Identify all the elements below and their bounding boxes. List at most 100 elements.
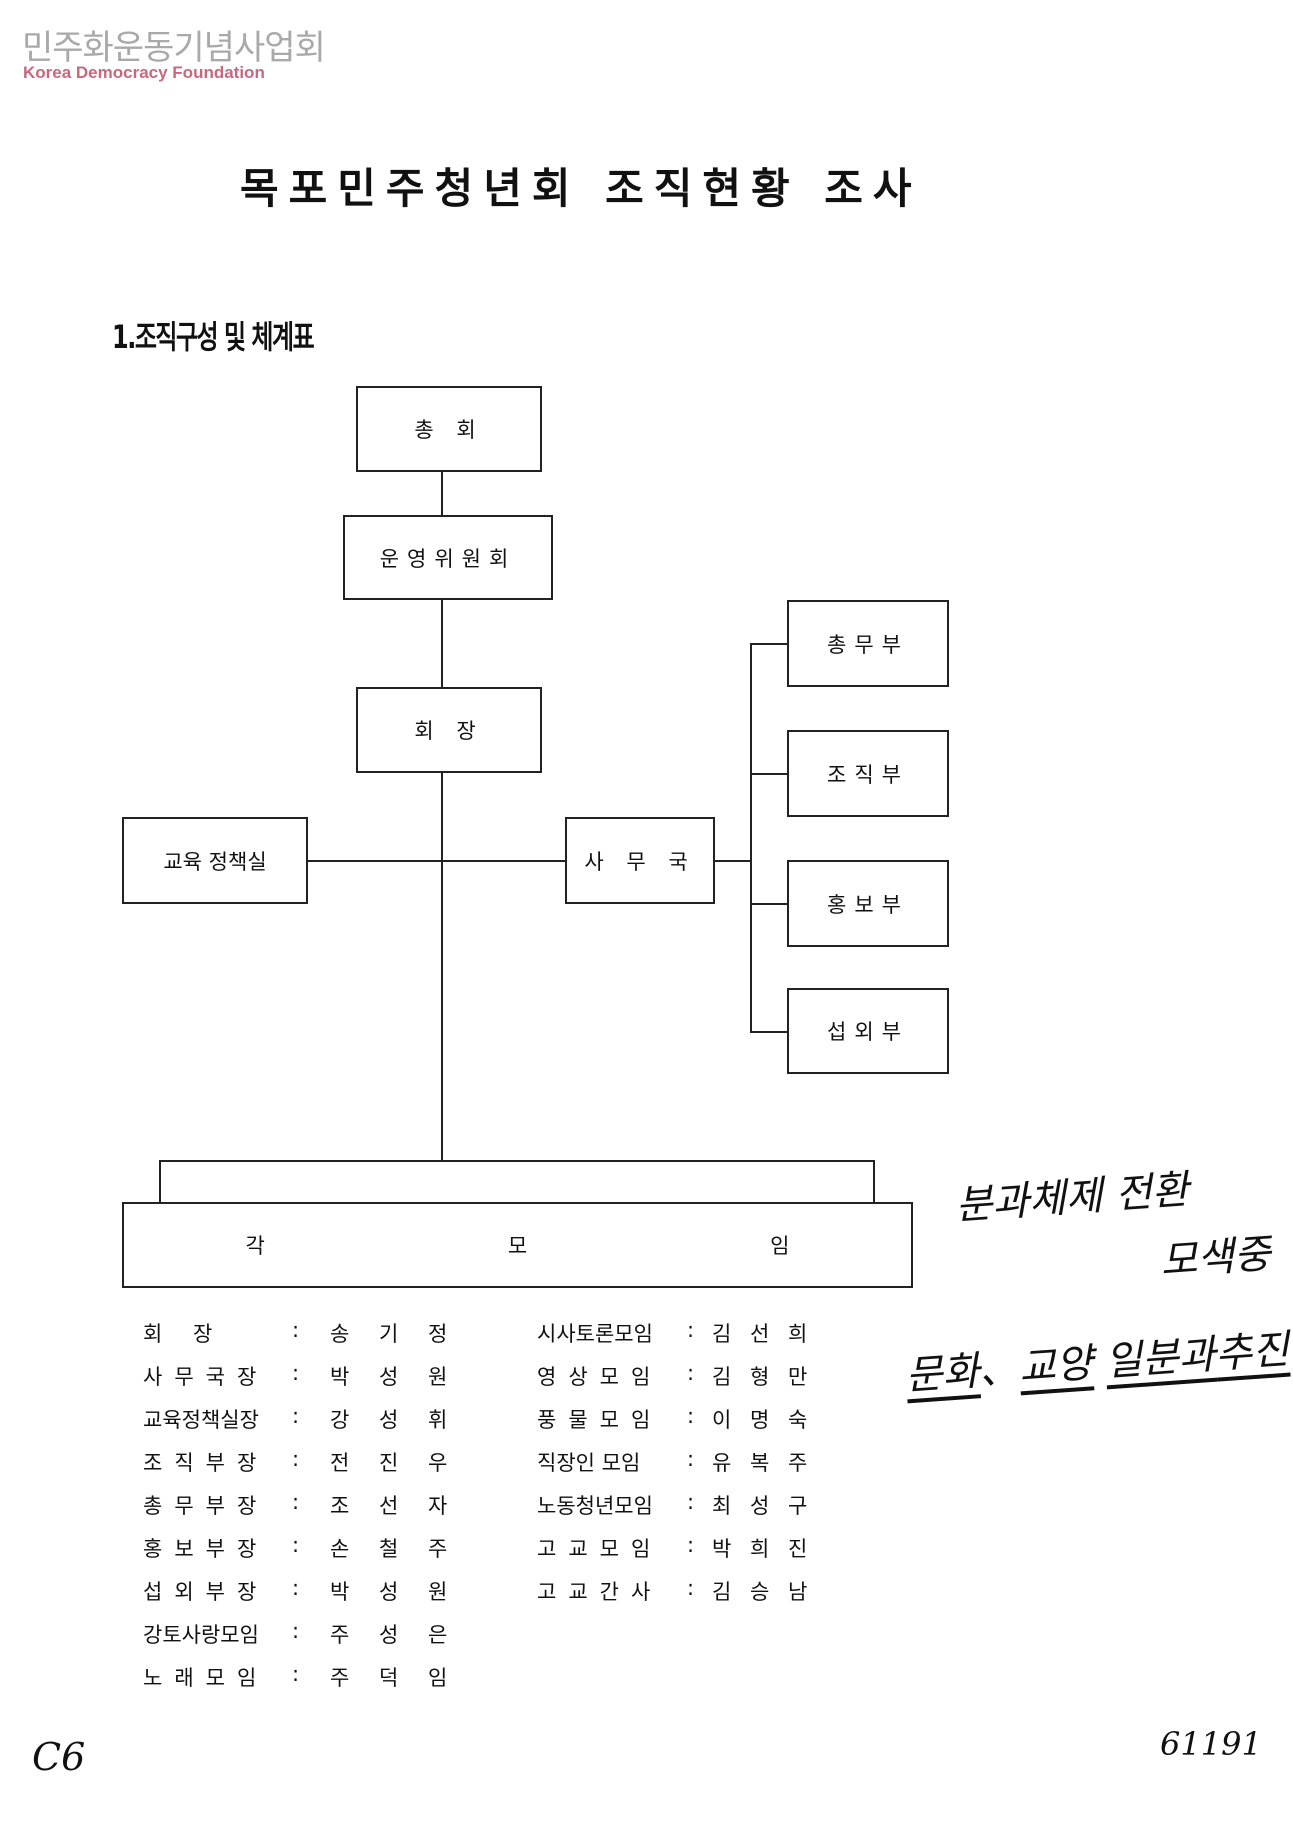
page-mark-left: C6 <box>32 1735 86 1779</box>
roster-colon: : <box>292 1447 300 1471</box>
roster-colon: : <box>292 1662 300 1686</box>
roster-name-char: 조 <box>330 1494 350 1518</box>
roster-name-char: 김 <box>712 1580 732 1604</box>
roster-name-char: 박 <box>330 1580 350 1604</box>
org-box-organization: 조직부 <box>787 730 949 817</box>
roster-name-char: 주 <box>788 1451 808 1475</box>
roster-role: 조직부장 <box>143 1451 269 1475</box>
roster-name-char: 덕 <box>379 1666 399 1690</box>
roster-name-char: 성 <box>379 1580 399 1604</box>
roster-role: 노동청년모임 <box>537 1494 653 1518</box>
roster-colon: : <box>687 1361 695 1385</box>
handwritten-note-line1: 분과체제 전환 <box>953 1166 1191 1230</box>
roster-name-char: 자 <box>428 1494 448 1518</box>
org-box-president: 회 장 <box>356 687 542 773</box>
connector-departments-vertical <box>750 643 752 1033</box>
roster-name-char: 우 <box>428 1451 448 1475</box>
roster-name-char: 주 <box>330 1623 350 1647</box>
connector-dept-4 <box>750 1031 787 1033</box>
org-box-secretariat: 사 무 국 <box>565 817 715 904</box>
groups-char-3: 임 <box>770 1234 790 1258</box>
page-mark-right: 61191 <box>1160 1725 1262 1763</box>
handwritten-word: 추진 <box>1213 1326 1291 1378</box>
roster-name-char: 휘 <box>428 1408 448 1432</box>
roster-role: 고교간사 <box>537 1580 663 1604</box>
roster-name-char: 강 <box>330 1408 350 1432</box>
roster-role: 시사토론모임 <box>537 1322 653 1346</box>
roster-name-char: 주 <box>330 1666 350 1690</box>
logo-english: Korea Democracy Foundation <box>23 63 265 82</box>
roster-role: 회 장 <box>143 1322 225 1346</box>
roster-name-char: 성 <box>750 1494 770 1518</box>
roster-name-char: 철 <box>379 1537 399 1561</box>
org-box-external-affairs: 섭외부 <box>787 988 949 1074</box>
logo-korean: 민주화운동기념사업회 <box>22 28 326 68</box>
roster-name-char: 원 <box>428 1365 448 1389</box>
roster-name-char: 은 <box>428 1623 448 1647</box>
handwritten-note-line3: 문화、교양 일분과추진 <box>903 1317 1290 1402</box>
org-box-general-affairs: 총무부 <box>787 600 949 687</box>
connector-dept-2 <box>750 773 787 775</box>
roster-colon: : <box>687 1404 695 1428</box>
roster-colon: : <box>292 1361 300 1385</box>
roster-name-char: 진 <box>379 1451 399 1475</box>
groups-char-2: 모 <box>507 1234 528 1258</box>
roster-name-char: 성 <box>379 1623 399 1647</box>
roster-role: 영상모임 <box>537 1365 663 1389</box>
roster-colon: : <box>292 1404 300 1428</box>
roster-name-char: 성 <box>379 1365 399 1389</box>
handwritten-word: 일분과 <box>1103 1331 1217 1386</box>
handwritten-word: 、 <box>977 1345 1021 1395</box>
handwritten-word: 문화 <box>904 1348 981 1400</box>
roster-name-char: 희 <box>788 1322 808 1346</box>
section-heading: 1.조직구성 및 체계표 <box>112 318 315 356</box>
roster-name-char: 전 <box>330 1451 350 1475</box>
groups-char-1: 각 <box>245 1234 265 1258</box>
roster-name-char: 원 <box>428 1580 448 1604</box>
roster-name-char: 손 <box>330 1537 350 1561</box>
roster-name-char: 이 <box>712 1408 732 1432</box>
roster-colon: : <box>292 1576 300 1600</box>
roster-name-char: 만 <box>788 1365 808 1389</box>
roster-role: 직장인 모임 <box>537 1451 641 1475</box>
roster-colon: : <box>687 1318 695 1342</box>
roster-name-char: 진 <box>788 1537 808 1561</box>
connector-secretariat-departments <box>715 860 751 862</box>
roster-name-char: 박 <box>330 1365 350 1389</box>
roster-colon: : <box>687 1490 695 1514</box>
roster-name-char: 복 <box>750 1451 770 1475</box>
roster-name-char: 명 <box>750 1408 770 1432</box>
org-box-groups-top <box>159 1160 875 1204</box>
roster-colon: : <box>687 1447 695 1471</box>
connector-main-vertical <box>441 472 443 1162</box>
roster-role: 강토사랑모임 <box>143 1623 259 1647</box>
roster-role: 사무국장 <box>143 1365 269 1389</box>
org-box-steering-committee: 운영위원회 <box>343 515 553 600</box>
roster-role: 노래모임 <box>143 1666 269 1690</box>
roster-name-char: 구 <box>788 1494 808 1518</box>
roster-role: 홍보부장 <box>143 1537 269 1561</box>
handwritten-word: 교양 <box>1017 1340 1095 1392</box>
roster-name-char: 성 <box>379 1408 399 1432</box>
roster-role: 총무부장 <box>143 1494 269 1518</box>
roster-colon: : <box>292 1490 300 1514</box>
roster-name-char: 숙 <box>788 1408 808 1432</box>
roster-name-char: 기 <box>379 1322 399 1346</box>
roster-role: 고교모임 <box>537 1537 663 1561</box>
roster-name-char: 형 <box>750 1365 770 1389</box>
roster-name-char: 선 <box>379 1494 399 1518</box>
org-box-general-assembly: 총 회 <box>356 386 542 472</box>
roster-colon: : <box>292 1533 300 1557</box>
roster-role: 교육정책실장 <box>143 1408 259 1432</box>
roster-name-char: 김 <box>712 1365 732 1389</box>
roster-name-char: 임 <box>428 1666 448 1690</box>
org-box-groups: 각 모 임 <box>122 1202 913 1288</box>
roster-role: 섭외부장 <box>143 1580 269 1604</box>
roster-name-char: 승 <box>750 1580 770 1604</box>
roster-name-char: 김 <box>712 1322 732 1346</box>
roster-name-char: 정 <box>428 1322 448 1346</box>
roster-name-char: 선 <box>750 1322 770 1346</box>
connector-education-secretariat <box>308 860 565 862</box>
connector-dept-3 <box>750 903 787 905</box>
roster-colon: : <box>292 1619 300 1643</box>
